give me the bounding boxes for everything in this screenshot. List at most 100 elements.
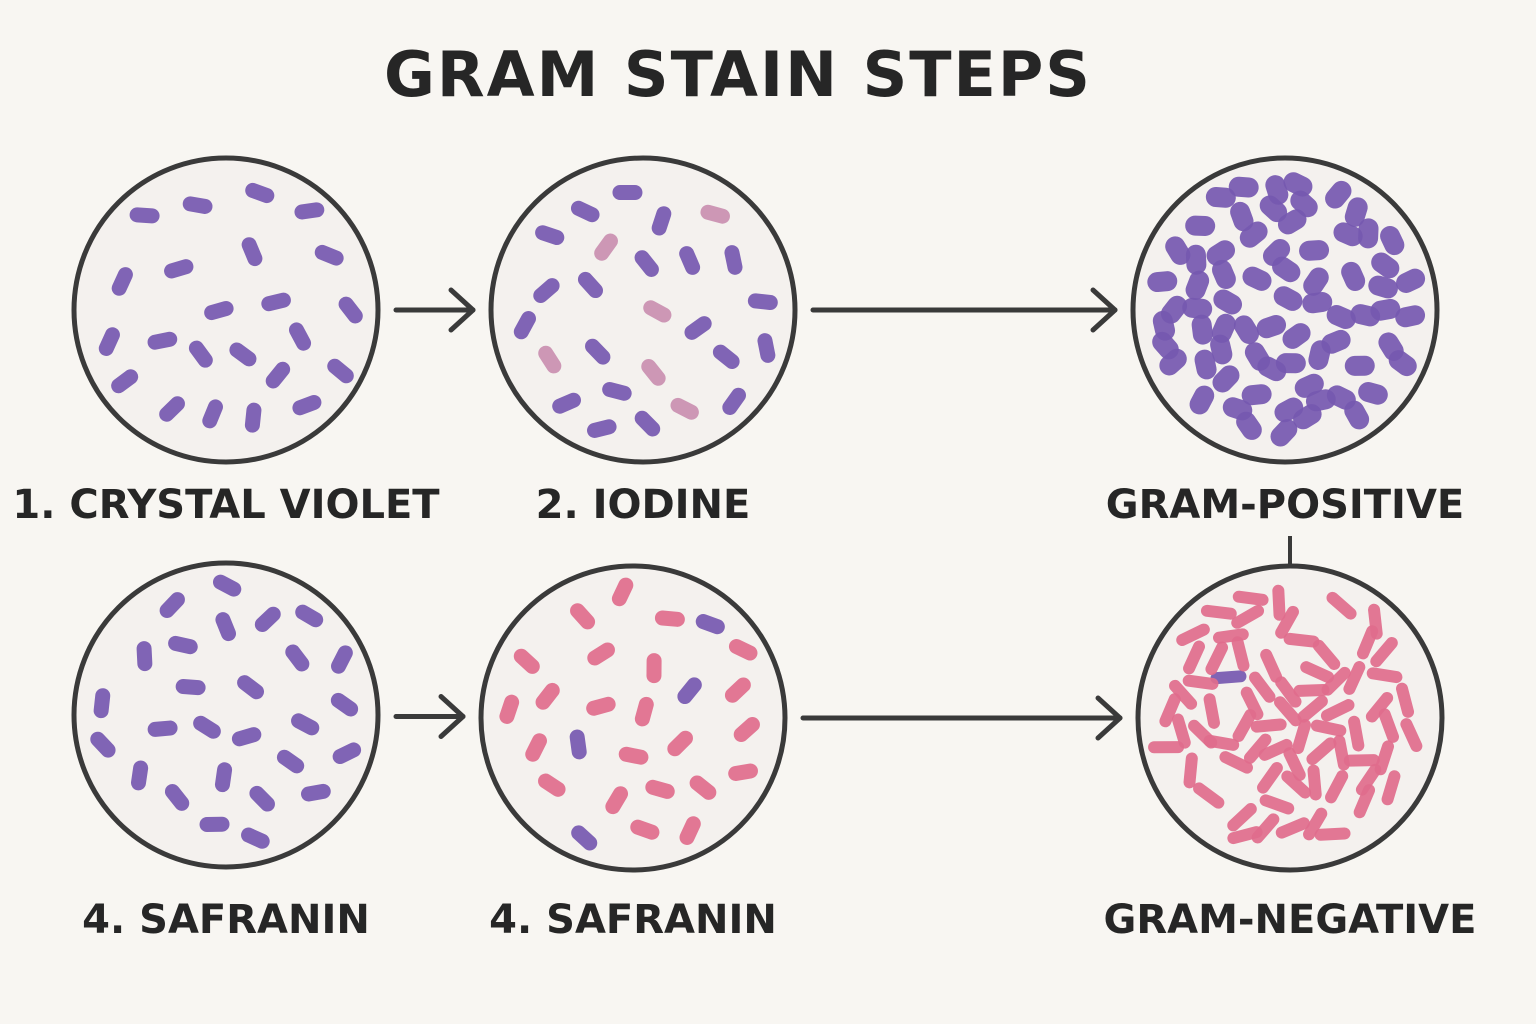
bacterium <box>1368 275 1398 299</box>
bacterium <box>1321 329 1351 354</box>
bacterium <box>535 225 565 246</box>
panel-label-safranin-second: 4. SAFRANIN <box>489 897 777 943</box>
bacterium <box>1344 355 1375 376</box>
bacterium <box>634 696 654 727</box>
bacterium <box>295 604 324 628</box>
bacterium <box>1370 298 1401 321</box>
bacterium <box>1303 807 1328 841</box>
bacterium <box>130 760 149 791</box>
bacterium <box>159 396 185 422</box>
bacterium <box>1395 682 1415 718</box>
bacterium <box>245 182 275 204</box>
bacterium <box>641 359 666 386</box>
bacterium <box>646 653 662 684</box>
bacterium <box>570 603 596 630</box>
bacterium <box>1300 661 1335 684</box>
bacterium <box>204 301 234 321</box>
bacterium <box>1169 679 1198 710</box>
bacterium <box>1282 323 1311 349</box>
petri-dish-rim <box>1130 155 1440 465</box>
bacterium <box>1274 696 1302 727</box>
bacterium <box>164 784 190 811</box>
bacterium <box>535 682 560 710</box>
bacterium <box>1283 172 1313 197</box>
bacterium <box>1206 240 1236 266</box>
bacterium <box>679 816 701 845</box>
bacterium <box>1194 349 1217 380</box>
bacterium <box>1219 751 1253 774</box>
bacterium <box>1343 661 1366 695</box>
bacterium <box>291 713 320 736</box>
bacterium <box>1370 636 1398 668</box>
arrow-safranin-b-to-gram-negative <box>800 695 1123 741</box>
bacterium <box>552 392 581 414</box>
bacterium <box>1294 373 1324 398</box>
bacterium <box>199 816 230 832</box>
bacterium <box>231 727 262 747</box>
petri-dish-rim <box>488 155 798 465</box>
bacterium <box>1227 803 1257 832</box>
bacterium <box>1358 218 1379 249</box>
bacterium <box>679 246 701 275</box>
bacterium <box>757 333 776 363</box>
bacterium <box>700 204 730 224</box>
bacterium <box>587 419 617 438</box>
bacterium <box>1231 604 1265 629</box>
bacterium <box>1260 648 1283 683</box>
bacterium <box>1147 271 1178 293</box>
bacterium <box>147 331 178 350</box>
bacterium <box>90 731 116 758</box>
bacterium <box>276 749 305 774</box>
bacterium <box>1240 686 1264 721</box>
bacterium <box>1236 411 1262 440</box>
bacterium <box>1244 342 1271 371</box>
bacterium <box>1275 676 1302 708</box>
bacterium <box>747 293 778 311</box>
bacterium <box>587 642 615 666</box>
bacterium <box>1159 693 1181 728</box>
bacterium <box>1396 268 1426 293</box>
bacterium <box>285 644 310 672</box>
bacterium <box>1273 286 1303 311</box>
bacterium <box>1160 295 1188 324</box>
bacterium <box>569 729 587 760</box>
panel-label-iodine: 2. IODINE <box>535 482 751 528</box>
bacterium <box>1310 719 1347 737</box>
bacterium <box>1272 584 1286 621</box>
bacterium <box>129 207 160 224</box>
bacterium <box>513 311 536 340</box>
bacterium <box>265 361 291 389</box>
bacterium <box>237 675 265 700</box>
bacterium <box>1275 605 1299 639</box>
bacterium <box>1205 641 1229 676</box>
bacterium <box>1380 226 1405 256</box>
bacterium <box>1191 314 1213 345</box>
bacterium <box>159 592 185 619</box>
bacterium <box>241 237 263 267</box>
bacterium <box>645 779 675 799</box>
bacterium <box>1395 305 1426 328</box>
bacterium <box>1293 683 1330 697</box>
bacterium <box>1371 252 1400 279</box>
bacterium <box>728 763 758 782</box>
bacterium <box>1333 734 1350 771</box>
bacterium <box>1355 763 1382 796</box>
bacterium <box>1320 699 1355 722</box>
bacterium <box>168 635 198 655</box>
bacterium <box>1400 718 1423 752</box>
bacterium <box>1366 667 1403 684</box>
panel-iodine <box>488 155 798 465</box>
bacterium <box>229 342 257 367</box>
bacterium <box>111 369 139 394</box>
bacterium <box>724 245 743 275</box>
bacterium <box>1213 628 1249 644</box>
bacterium <box>634 410 661 437</box>
bacterium <box>1205 187 1236 208</box>
bacterium <box>1248 671 1276 703</box>
bacterium <box>1227 826 1263 845</box>
bacterium <box>643 300 672 323</box>
bacterium <box>1189 385 1215 415</box>
panel-label-gram-positive: GRAM-POSITIVE <box>1105 482 1465 528</box>
panel-safranin-b <box>478 563 788 873</box>
panel-label-gram-negative: GRAM-NEGATIVE <box>1103 897 1477 943</box>
